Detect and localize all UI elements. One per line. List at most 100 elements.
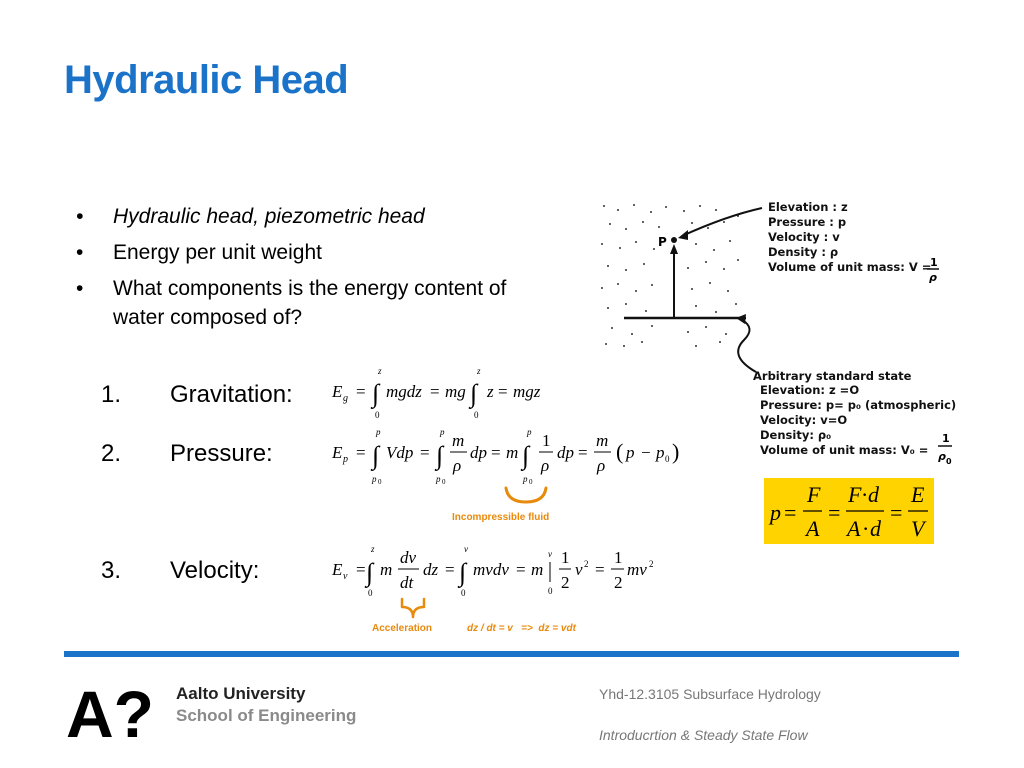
page-title: Hydraulic Head [64, 58, 349, 102]
svg-text:2: 2 [584, 559, 589, 569]
svg-text:0: 0 [529, 478, 533, 486]
svg-text:p: p [371, 474, 377, 484]
svg-text:mg: mg [445, 382, 466, 401]
item-label-gravitation: Gravitation: [170, 381, 293, 408]
footer-divider [64, 651, 959, 657]
velocity-label: Velocity : v [768, 230, 840, 244]
svg-text:p: p [522, 474, 528, 484]
std-pressure-label: Pressure: p= p₀ (atmospheric) [760, 398, 957, 412]
svg-text:·: · [862, 516, 869, 541]
pressure-formula: p = FA = F·d A·d = EV [768, 482, 928, 541]
svg-text:∫: ∫ [364, 558, 375, 588]
svg-text:=: = [445, 560, 455, 579]
density-label: Density : ρ [768, 245, 839, 259]
svg-text:m: m [531, 560, 543, 579]
svg-text:=: = [890, 500, 902, 525]
svg-text:1: 1 [561, 548, 570, 567]
svg-text:∫: ∫ [370, 441, 381, 471]
incompressible-bracket [504, 486, 548, 504]
acceleration-note: Acceleration [372, 623, 433, 634]
svg-text:mgz: mgz [513, 382, 541, 401]
svg-text:v: v [575, 560, 583, 579]
svg-text:m: m [452, 431, 464, 450]
svg-text:0: 0 [474, 410, 479, 420]
svg-text:p: p [375, 427, 381, 437]
svg-text:dt: dt [400, 573, 415, 592]
school-name: School of Engineering [176, 706, 357, 725]
svg-text:=: = [356, 443, 366, 462]
svg-text:∫: ∫ [457, 558, 468, 588]
svg-text:1: 1 [614, 548, 623, 567]
std-velocity-label: Velocity: v=O [760, 413, 848, 427]
svg-text:=: = [430, 382, 440, 401]
svg-text:2: 2 [561, 573, 570, 592]
svg-text:2: 2 [649, 559, 654, 569]
svg-text:A: A [845, 516, 861, 541]
aalto-logo: A? [66, 677, 154, 751]
svg-text:ρ: ρ [452, 456, 461, 475]
svg-text:ρ: ρ [540, 456, 549, 475]
svg-text:1: 1 [542, 431, 551, 450]
svg-text:·: · [861, 482, 868, 507]
svg-text:(: ( [616, 439, 623, 464]
svg-text:mv: mv [627, 560, 647, 579]
university-name: Aalto University [176, 684, 306, 703]
svg-text:p: p [655, 443, 665, 462]
standard-state-title: Arbitrary standard state [753, 369, 912, 383]
svg-text:F: F [806, 482, 821, 507]
svg-text:ρ: ρ [938, 450, 946, 463]
pressure-label: Pressure : p [768, 215, 847, 229]
item-label-velocity: Velocity: [170, 557, 260, 584]
svg-text:2: 2 [614, 573, 623, 592]
svg-text:∫: ∫ [520, 441, 531, 471]
svg-text:0: 0 [375, 410, 380, 420]
svg-text:=: = [491, 443, 501, 462]
svg-text:z: z [377, 366, 382, 376]
bullet-item: Hydraulic head, piezometric head [76, 202, 536, 231]
svg-text:V: V [911, 516, 927, 541]
svg-text:=: = [356, 382, 366, 401]
point-p-label: P [658, 235, 667, 249]
svg-text:F: F [847, 482, 862, 507]
item-number: 3. [101, 557, 122, 584]
volume-label: Volume of unit mass: V = [768, 260, 932, 274]
bullet-item: What components is the energy content of… [76, 274, 536, 332]
incompressible-note: Incompressible fluid [452, 512, 550, 523]
item-number: 1. [101, 381, 122, 408]
svg-text:=: = [784, 500, 796, 525]
svg-text:p: p [625, 443, 635, 462]
std-elevation-label: Elevation: z =O [760, 383, 860, 397]
svg-text:∫: ∫ [370, 379, 381, 409]
svg-text:v: v [548, 549, 552, 559]
svg-text:E: E [910, 482, 925, 507]
svg-text:ρ: ρ [929, 271, 937, 284]
svg-text:0: 0 [946, 457, 952, 466]
svg-text:z: z [476, 366, 481, 376]
svg-text:E: E [331, 382, 343, 401]
svg-text:d: d [870, 516, 882, 541]
svg-text:∫: ∫ [468, 379, 479, 409]
bullet-item: Energy per unit weight [76, 238, 536, 267]
svg-text:mvdv: mvdv [473, 560, 509, 579]
standard-state-labels: Elevation: z =O Pressure: p= p₀ (atmosph… [760, 383, 956, 458]
svg-text:p: p [435, 474, 441, 484]
svg-text:=: = [578, 443, 588, 462]
svg-text:dz: dz [423, 560, 439, 579]
svg-text:ρ: ρ [596, 456, 605, 475]
svg-text:0: 0 [548, 586, 553, 596]
svg-text:=: = [828, 500, 840, 525]
svg-text:E: E [331, 560, 343, 579]
svg-text:=: = [516, 560, 526, 579]
svg-text:0: 0 [665, 454, 670, 464]
svg-text:d: d [868, 482, 880, 507]
svg-text:v: v [343, 571, 348, 582]
velocity-relation-note: dz / dt = v => dz = vdt [467, 623, 576, 634]
svg-text:0: 0 [368, 588, 373, 598]
svg-text:A: A [804, 516, 820, 541]
svg-text:=: = [595, 560, 605, 579]
acceleration-bracket [400, 597, 426, 619]
svg-text:p: p [526, 427, 532, 437]
svg-text:=: = [498, 382, 508, 401]
svg-text:−: − [641, 443, 651, 462]
